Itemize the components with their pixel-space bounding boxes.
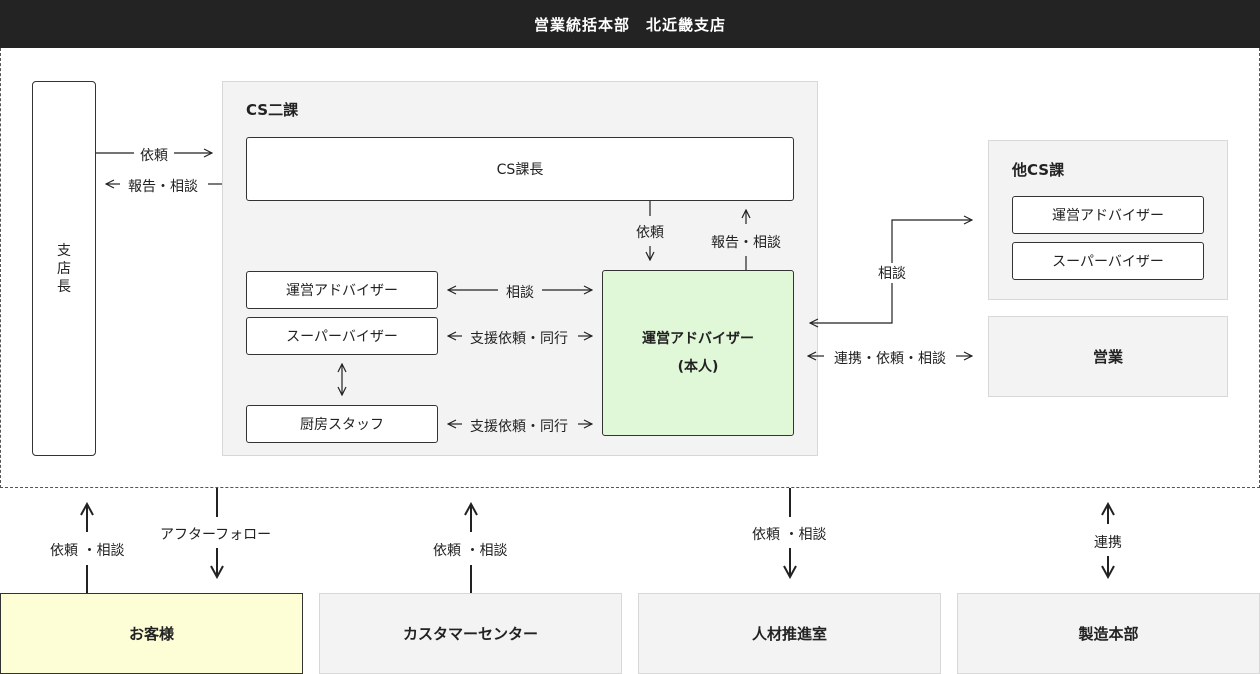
ops-advisor-box: 運営アドバイザー [246, 271, 438, 309]
label-request2: 依頼 [636, 225, 664, 241]
label-center-up: 依頼 ・相談 [433, 543, 508, 559]
self-label-line1: 運営アドバイザー [642, 331, 754, 347]
label-customer-up: 依頼 ・相談 [50, 543, 125, 559]
label-request: 依頼 [140, 148, 168, 164]
sales-label: 営業 [1092, 348, 1123, 366]
label-support-accompany: 支援依頼・同行 [470, 331, 568, 347]
other-ops-advisor-box: 運営アドバイザー [1012, 196, 1204, 234]
other-ops-advisor-label: 運営アドバイザー [1052, 208, 1164, 224]
label-hr-down: 依頼 ・相談 [752, 527, 827, 543]
cs2-title: CS二課 [246, 101, 299, 119]
self-label-line2: (本人) [677, 359, 719, 375]
customer-center-box: カスタマーセンター [319, 593, 622, 674]
page-title: 営業統括本部 北近畿支店 [533, 15, 726, 34]
branch-manager-label: 支 店 長 [57, 242, 71, 295]
label-consult: 相談 [506, 285, 534, 301]
label-customer-down: アフターフォロー [160, 527, 272, 543]
manufacturing-box: 製造本部 [957, 593, 1260, 674]
manufacturing-label: 製造本部 [1078, 625, 1139, 643]
label-consult-other: 相談 [874, 263, 910, 283]
kitchen-staff-label: 厨房スタッフ [300, 417, 384, 433]
other-supervisor-label: スーパーバイザー [1052, 254, 1164, 270]
label-report-consult2: 報告・相談 [711, 235, 781, 251]
customer-center-label: カスタマーセンター [402, 625, 538, 643]
ops-advisor-label: 運営アドバイザー [286, 283, 398, 299]
hr-label: 人材推進室 [751, 625, 827, 643]
supervisor-box: スーパーバイザー [246, 317, 438, 355]
label-report-consult: 報告・相談 [128, 179, 198, 195]
branch-manager-box: 支 店 長 [32, 81, 96, 456]
customer-box: お客様 [0, 593, 303, 674]
page-header: 営業統括本部 北近畿支店 [0, 0, 1260, 48]
other-cs-title: 他CS課 [1012, 161, 1065, 179]
sales-box: 営業 [988, 316, 1228, 397]
hr-box: 人材推進室 [638, 593, 941, 674]
supervisor-label: スーパーバイザー [286, 329, 398, 345]
cs-manager-label: CS課長 [496, 162, 544, 178]
label-mfg: 連携 [1094, 535, 1122, 551]
other-supervisor-box: スーパーバイザー [1012, 242, 1204, 280]
label-support-accompany2: 支援依頼・同行 [470, 419, 568, 435]
self-ops-advisor-box: 運営アドバイザー (本人) [602, 270, 794, 436]
label-coop-request-consult: 連携・依頼・相談 [834, 351, 946, 367]
cs-manager-box: CS課長 [246, 137, 794, 201]
kitchen-staff-box: 厨房スタッフ [246, 405, 438, 443]
customer-label: お客様 [128, 625, 174, 643]
